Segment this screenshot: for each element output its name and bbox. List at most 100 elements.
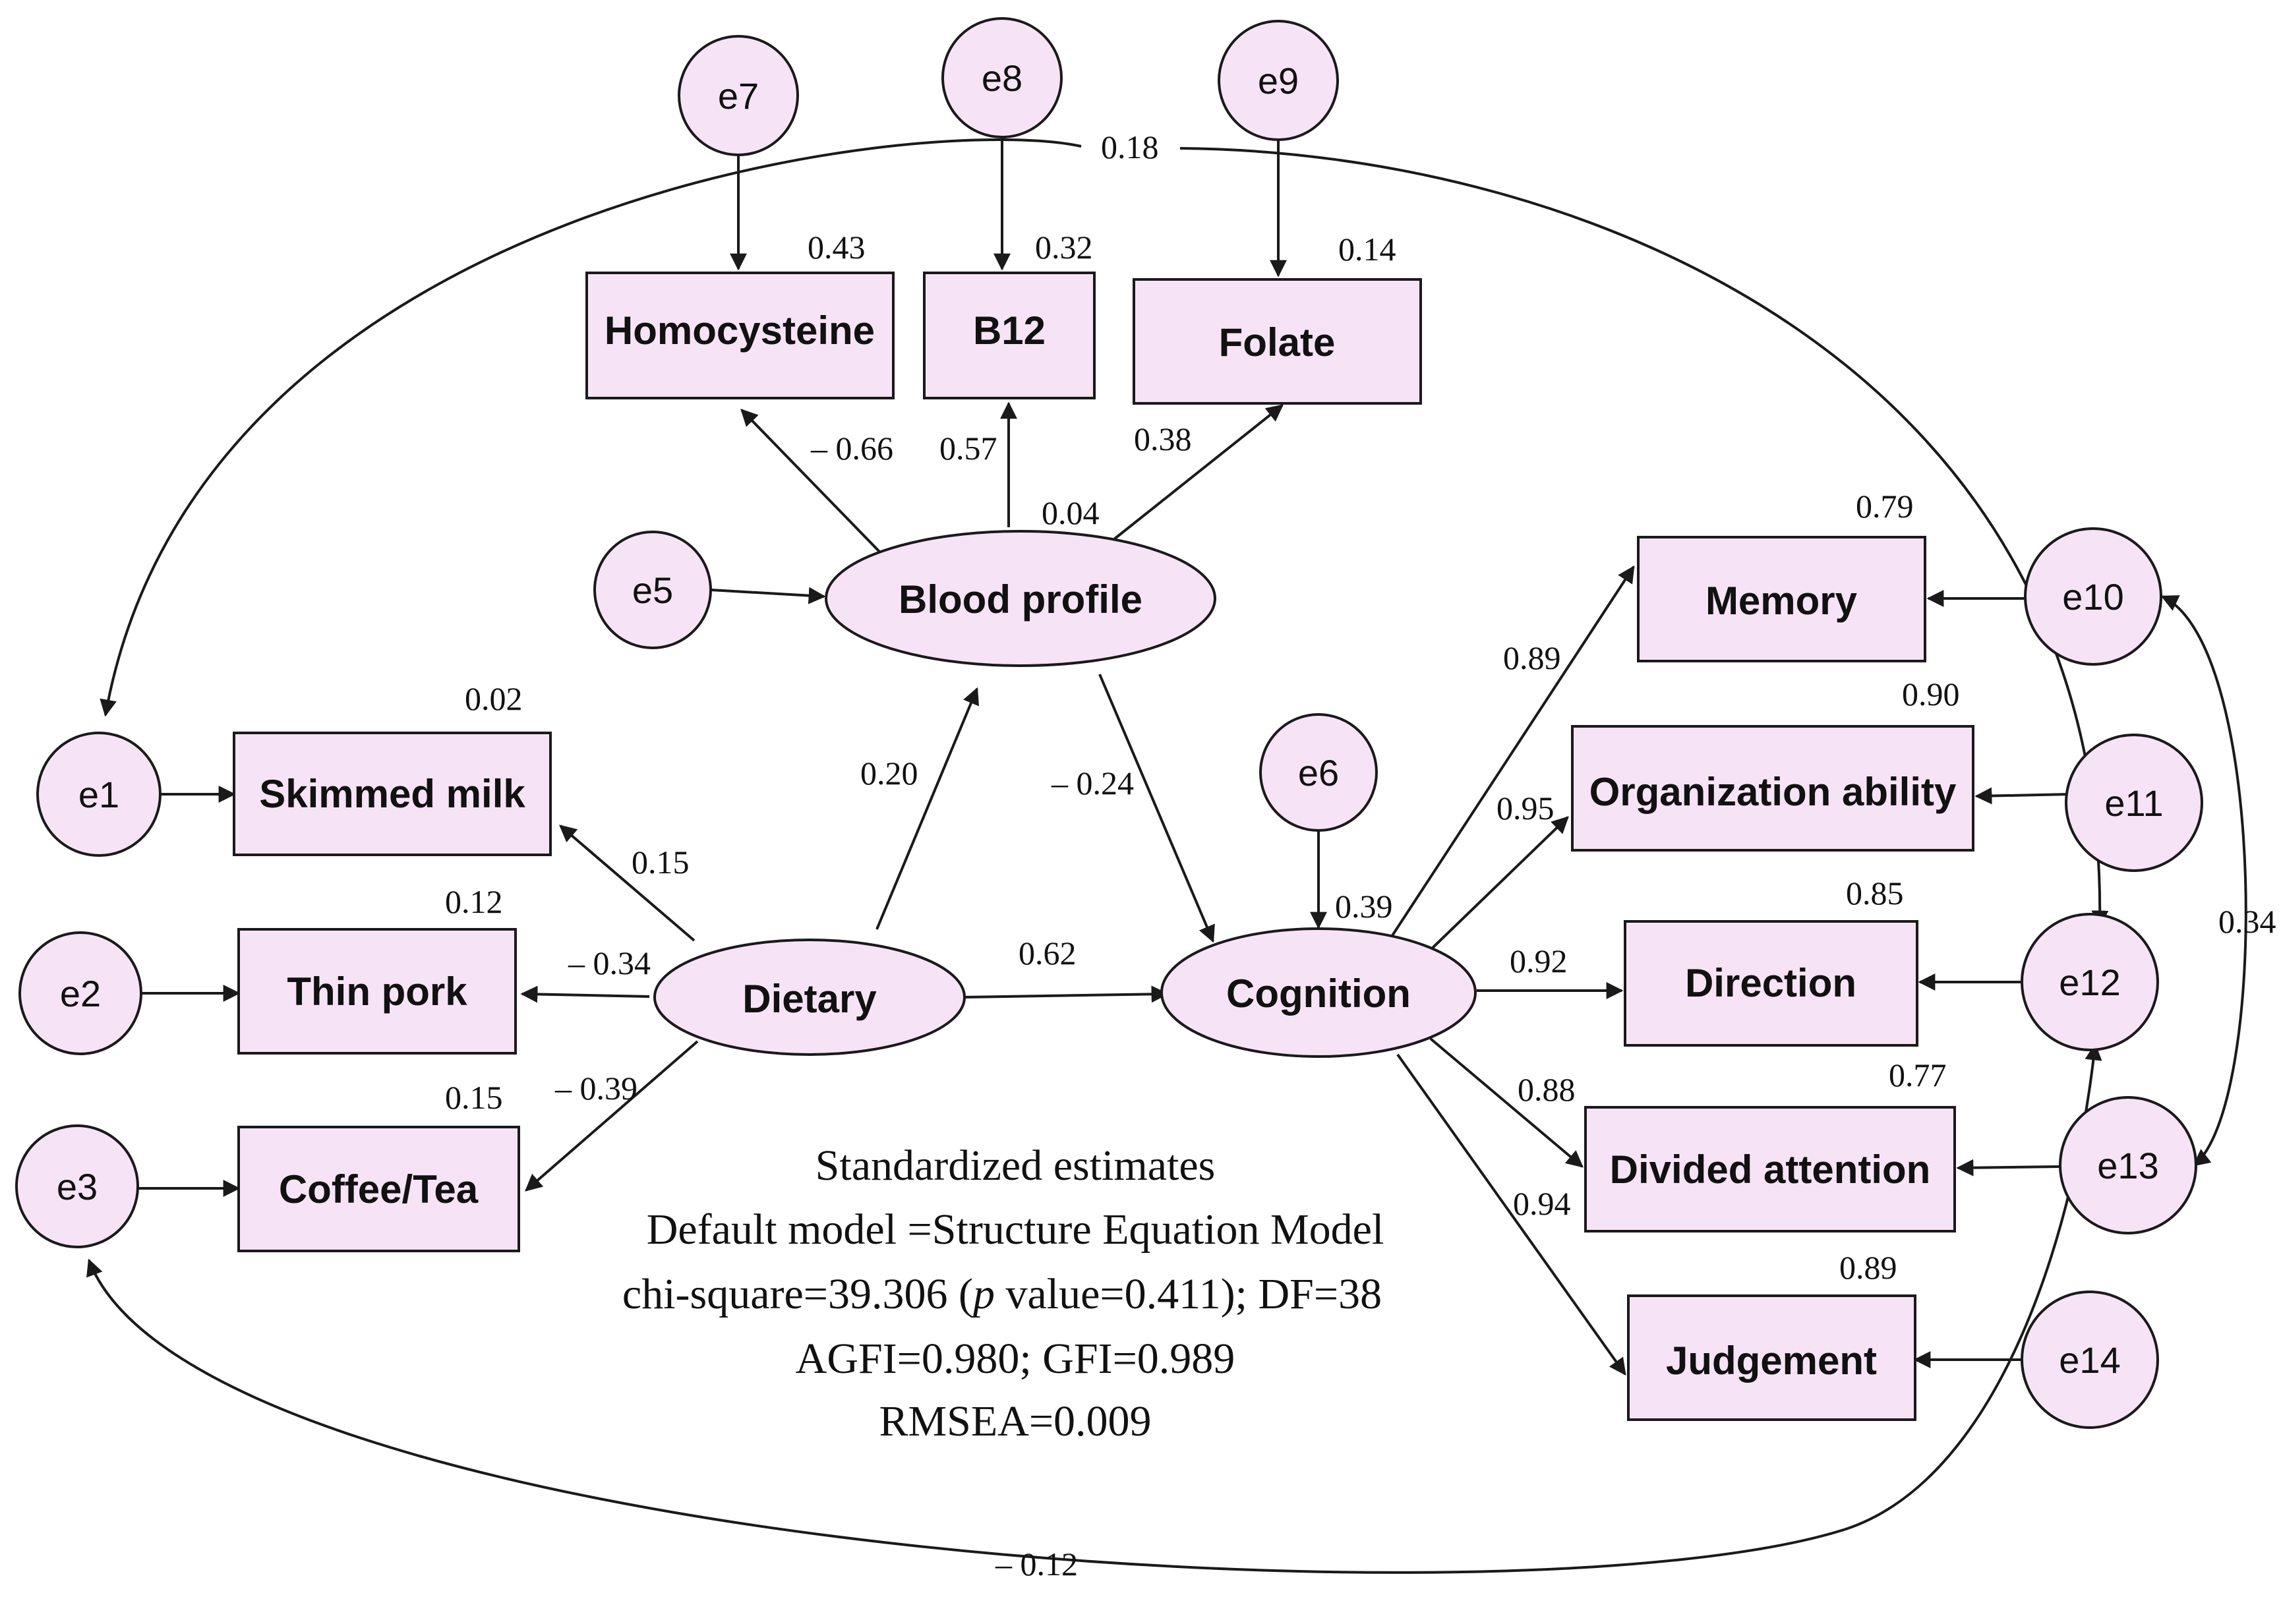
- r2-folate: 0.14: [1338, 231, 1396, 268]
- r2-divided-attention: 0.77: [1889, 1057, 1947, 1093]
- r2-thin-pork: 0.12: [445, 883, 503, 920]
- error-e6: e6: [1259, 713, 1378, 832]
- e11-label: e11: [2104, 782, 2163, 824]
- error-e13: e13: [2059, 1096, 2197, 1234]
- memory-label: Memory: [1705, 579, 1858, 623]
- note-chi-square-prefix: chi-square=39.306 (: [622, 1270, 973, 1318]
- path-blood-homocysteine: [740, 409, 881, 554]
- e10-label: e10: [2062, 576, 2123, 618]
- e14-label: e14: [2059, 1339, 2120, 1381]
- covariance-e10-e13: [2160, 595, 2247, 1167]
- error-e5: e5: [593, 531, 712, 649]
- indicator-coffee-tea: Coffee/Tea: [237, 1126, 520, 1252]
- note-default-model: Default model =Structure Equation Model: [647, 1205, 1384, 1254]
- r2-b12: 0.32: [1035, 229, 1093, 266]
- path-blood-cognition: [1098, 674, 1215, 943]
- model-fit-notes: Standardized estimates Default model =St…: [622, 1142, 1384, 1445]
- homocysteine-label: Homocysteine: [605, 308, 875, 353]
- r2-memory: 0.79: [1856, 488, 1914, 525]
- loading-cognition-organization: 0.95: [1496, 790, 1555, 826]
- indicator-skimmed-milk: Skimmed milk: [233, 732, 552, 856]
- folate-label: Folate: [1219, 320, 1336, 364]
- e3-label: e3: [57, 1166, 98, 1207]
- r2-blood-profile: 0.04: [1042, 494, 1100, 531]
- blood-profile-label: Blood profile: [899, 577, 1142, 622]
- covariance-e3-e12-label: – 0.12: [995, 1546, 1078, 1582]
- path-e11-organization: [1974, 787, 2071, 805]
- error-e9: e9: [1218, 20, 1339, 141]
- e7-label: e7: [718, 75, 759, 117]
- indicator-folate: Folate: [1133, 278, 1422, 405]
- covariance-e1-e12-label: 0.18: [1101, 129, 1159, 165]
- r2-cognition: 0.39: [1335, 888, 1393, 925]
- loading-cognition-judgement: 0.94: [1513, 1185, 1571, 1222]
- path-blood-folate: [1113, 404, 1284, 540]
- error-e14: e14: [2021, 1290, 2159, 1429]
- e2-label: e2: [60, 973, 101, 1014]
- b12-label: B12: [973, 308, 1046, 353]
- e9-label: e9: [1258, 60, 1299, 102]
- error-e10: e10: [2024, 527, 2162, 666]
- note-chi-square: chi-square=39.306 (p value=0.411); DF=38: [622, 1270, 1382, 1318]
- path-cognition-organization: [1429, 816, 1569, 951]
- path-dietary-cognition: [963, 985, 1169, 1003]
- error-e11: e11: [2065, 734, 2203, 872]
- error-e2: e2: [18, 931, 142, 1055]
- path-coef-dietary-blood: 0.20: [860, 755, 918, 792]
- r2-organization: 0.90: [1902, 676, 1960, 712]
- r2-coffee-tea: 0.15: [445, 1079, 503, 1116]
- thin-pork-label: Thin pork: [287, 970, 467, 1014]
- loading-dietary-pork: – 0.34: [568, 944, 651, 981]
- indicator-judgement: Judgement: [1627, 1294, 1916, 1421]
- latent-cognition: Cognition: [1160, 927, 1477, 1058]
- path-coef-blood-cognition: – 0.24: [1051, 765, 1134, 801]
- loading-cognition-divided: 0.88: [1518, 1071, 1576, 1108]
- loading-blood-folate: 0.38: [1134, 420, 1192, 457]
- error-e7: e7: [678, 35, 799, 156]
- r2-judgement: 0.89: [1839, 1249, 1897, 1286]
- skimmed-milk-label: Skimmed milk: [259, 772, 525, 816]
- indicator-homocysteine: Homocysteine: [585, 272, 895, 399]
- note-agfi-gfi: AGFI=0.980; GFI=0.989: [796, 1335, 1235, 1383]
- covariance-e10-e13-label: 0.34: [2218, 903, 2276, 940]
- error-e1: e1: [36, 732, 162, 857]
- loading-blood-homocysteine: – 0.66: [810, 430, 893, 467]
- covariance-e3-e12: [86, 1043, 2102, 1574]
- loading-cognition-memory: 0.89: [1503, 639, 1561, 676]
- r2-direction: 0.85: [1846, 875, 1904, 912]
- note-standardized-estimates: Standardized estimates: [815, 1142, 1216, 1190]
- path-dietary-pork: [520, 985, 650, 1003]
- path-dietary-blood: [875, 687, 980, 930]
- e6-label: e6: [1298, 752, 1339, 794]
- error-e3: e3: [15, 1124, 139, 1248]
- latent-blood-profile: Blood profile: [825, 530, 1216, 667]
- path-coef-dietary-cognition: 0.62: [1019, 935, 1077, 972]
- path-e5-blood: [710, 587, 826, 604]
- note-rmsea: RMSEA=0.009: [879, 1397, 1151, 1445]
- cognition-label: Cognition: [1226, 972, 1411, 1016]
- e1-label: e1: [78, 774, 119, 815]
- error-e8: e8: [941, 17, 1063, 138]
- latent-dietary: Dietary: [653, 939, 966, 1056]
- e8-label: e8: [982, 57, 1022, 99]
- divided-attention-label: Divided attention: [1610, 1147, 1931, 1192]
- indicator-thin-pork: Thin pork: [237, 928, 517, 1055]
- edges: [86, 138, 2247, 1574]
- note-p-symbol: p: [970, 1270, 995, 1318]
- coffee-tea-label: Coffee/Tea: [279, 1167, 479, 1211]
- loading-dietary-milk: 0.15: [632, 844, 690, 881]
- e12-label: e12: [2059, 962, 2120, 1003]
- loading-dietary-coffee: – 0.39: [554, 1070, 637, 1107]
- dietary-label: Dietary: [742, 977, 877, 1021]
- indicator-direction: Direction: [1624, 920, 1918, 1047]
- note-chi-square-suffix: value=0.411); DF=38: [995, 1270, 1382, 1318]
- indicator-b12: B12: [923, 272, 1096, 399]
- e13-label: e13: [2097, 1145, 2158, 1186]
- organization-ability-label: Organization ability: [1589, 770, 1957, 814]
- path-e13-divided: [1956, 1159, 2061, 1176]
- path-dietary-coffee: [525, 1040, 699, 1192]
- e5-label: e5: [632, 569, 673, 611]
- r2-homocysteine: 0.43: [808, 229, 866, 266]
- covariance-e1-e12: [105, 138, 2100, 926]
